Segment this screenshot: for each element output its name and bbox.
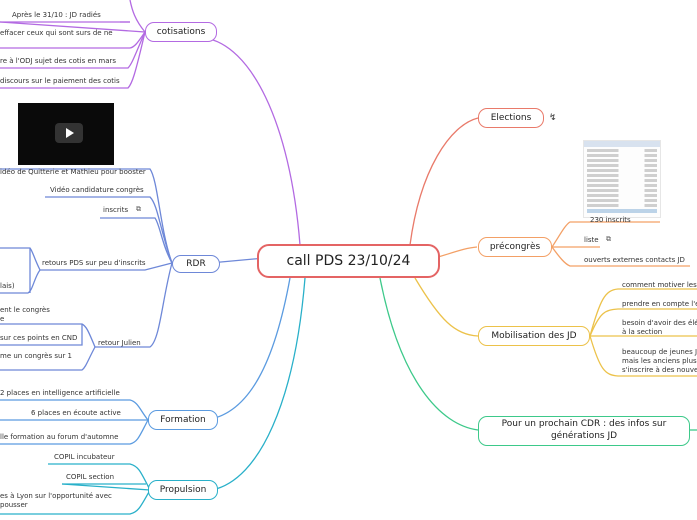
precongres-item-contacts[interactable]: ouverts externes contacts JD <box>584 256 685 264</box>
rdr-item-video-candidature[interactable]: Vidéo candidature congrès <box>50 186 144 194</box>
propulsion-item-1[interactable]: COPIL incubateur <box>54 453 115 461</box>
rdr-item-inscrits[interactable]: inscrits <box>103 206 129 214</box>
branch-elections[interactable]: Elections <box>478 108 544 128</box>
branch-elections-label: Elections <box>490 113 532 123</box>
branch-formation-label: Formation <box>160 415 206 425</box>
precongres-item-liste[interactable]: liste <box>584 236 599 244</box>
propulsion-item-2[interactable]: COPIL section <box>66 473 115 481</box>
branch-prochain-cdr[interactable]: Pour un prochain CDR : des infos sur gén… <box>478 416 690 446</box>
rdr-video-thumbnail[interactable] <box>18 103 114 165</box>
play-icon[interactable] <box>55 123 83 143</box>
branch-cotisations-label: cotisations <box>156 27 206 37</box>
propulsion-item-4[interactable]: pousser <box>0 501 28 509</box>
rdr-item-retours-pds[interactable]: retours PDS sur peu d'inscrits <box>42 259 146 267</box>
rdr-video-caption[interactable]: idéo de Quitterie et Mathieu pour booste… <box>0 168 146 176</box>
mobilisation-item-5[interactable]: beaucoup de jeunes J <box>622 348 697 356</box>
rdr-item-retour-julien[interactable]: retour Julien <box>98 339 141 347</box>
precongres-item-inscrits[interactable]: 230 inscrits <box>590 216 631 224</box>
mobilisation-item-4[interactable]: à la section <box>622 328 663 336</box>
branch-precongres-label: précongrès <box>489 242 541 252</box>
cotisations-item-1[interactable]: Après le 31/10 : JD radiés <box>12 11 101 19</box>
branch-formation[interactable]: Formation <box>148 410 218 430</box>
branch-mobilisation[interactable]: Mobilisation des JD <box>478 326 590 346</box>
central-topic[interactable]: call PDS 23/10/24 <box>257 244 440 278</box>
mobilisation-item-6[interactable]: mais les anciens plus d <box>622 357 697 365</box>
mobilisation-item-1[interactable]: comment motiver les J <box>622 281 697 289</box>
formation-item-2[interactable]: 6 places en écoute active <box>31 409 121 417</box>
rdr-sub-item-5[interactable]: me un congrès sur 1 <box>0 352 73 360</box>
formation-item-3[interactable]: lle formation au forum d'automne <box>0 433 119 441</box>
branch-cotisations[interactable]: cotisations <box>145 22 217 42</box>
cotisations-item-2[interactable]: effacer ceux qui sont surs de ne <box>0 29 113 37</box>
mobilisation-item-7[interactable]: s'inscrire à des nouvea <box>622 366 697 374</box>
external-link-icon[interactable]: ⧉ <box>606 235 611 243</box>
formation-item-1[interactable]: 2 places en intelligence artificielle <box>0 389 120 397</box>
propulsion-item-3[interactable]: es à Lyon sur l'opportunité avec <box>0 492 112 500</box>
precongres-table-image[interactable] <box>583 140 661 218</box>
rdr-sub-item-4[interactable]: sur ces points en CND <box>0 334 78 342</box>
arrow-icon: ↯ <box>549 113 557 123</box>
mobilisation-item-3[interactable]: besoin d'avoir des élé <box>622 319 697 327</box>
cotisations-item-4[interactable]: discours sur le paiement des cotis <box>0 77 120 85</box>
branch-rdr-label: RDR <box>186 259 206 269</box>
branch-precongres[interactable]: précongrès <box>478 237 552 257</box>
rdr-sub-item-1[interactable]: lais) <box>0 282 15 290</box>
branch-mobilisation-label: Mobilisation des JD <box>491 331 577 341</box>
rdr-sub-item-2[interactable]: ent le congrès <box>0 306 50 314</box>
rdr-sub-item-3[interactable]: e <box>0 315 5 323</box>
branch-prochain-cdr-label: Pour un prochain CDR : des infos sur gén… <box>501 419 667 441</box>
branch-propulsion-label: Propulsion <box>159 485 207 495</box>
external-link-icon[interactable]: ⧉ <box>136 205 141 213</box>
cotisations-item-3[interactable]: re à l'ODJ sujet des cotis en mars <box>0 57 117 65</box>
branch-rdr[interactable]: RDR <box>172 255 220 273</box>
mobilisation-item-2[interactable]: prendre en compte l'e <box>622 300 697 308</box>
branch-propulsion[interactable]: Propulsion <box>148 480 218 500</box>
